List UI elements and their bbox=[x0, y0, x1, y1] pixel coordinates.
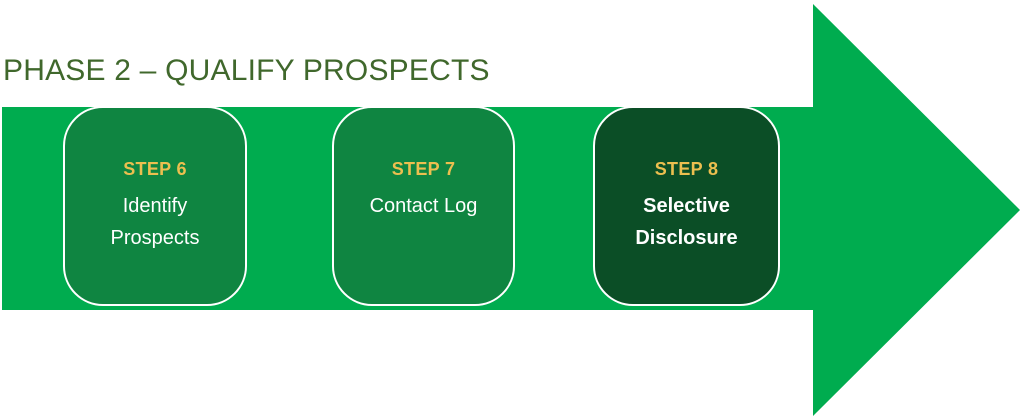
step-title-line: Identify bbox=[122, 195, 188, 217]
step-title-line: Selective bbox=[643, 195, 730, 217]
step-card-7: STEP 7 Contact Log bbox=[332, 106, 515, 306]
step-number-label: STEP 6 bbox=[123, 159, 187, 179]
arrow-head bbox=[813, 4, 1020, 416]
step-card-body: Selective Disclosure bbox=[595, 190, 778, 254]
step-title-line: Prospects bbox=[110, 227, 200, 249]
arrow-head-shape bbox=[813, 4, 1020, 416]
step-card-6: STEP 6 Identify Prospects bbox=[63, 106, 247, 306]
step-card-body: Contact Log bbox=[334, 190, 513, 222]
step-title-line: Disclosure bbox=[635, 227, 738, 249]
step-number-label: STEP 7 bbox=[391, 159, 456, 179]
phase-title: PHASE 2 – QUALIFY PROSPECTS bbox=[3, 54, 490, 87]
step-card-body: Identify Prospects bbox=[65, 190, 245, 254]
step-card-8: STEP 8 Selective Disclosure bbox=[593, 106, 780, 306]
step-title-line: Contact Log bbox=[369, 195, 478, 217]
step-number-label: STEP 8 bbox=[654, 159, 719, 179]
